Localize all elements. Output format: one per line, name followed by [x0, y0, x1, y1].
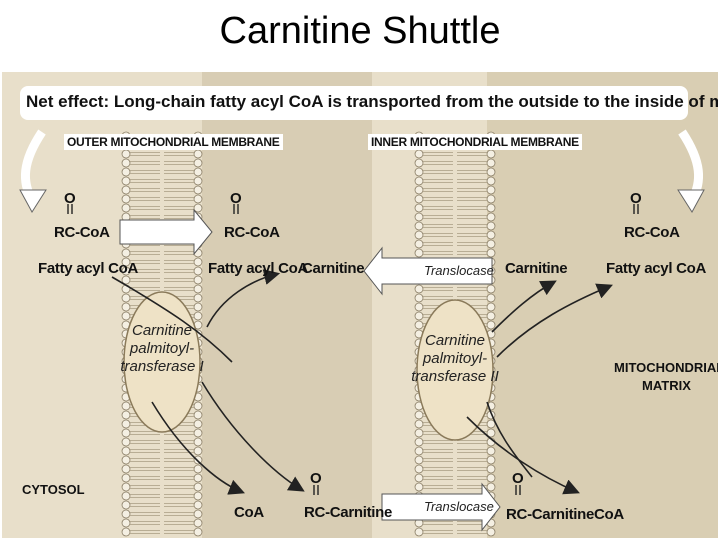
outer-membrane-label: OUTER MITOCHONDRIAL MEMBRANE: [64, 134, 283, 150]
fatty-acyl-coa-mid: Fatty acyl CoA: [208, 260, 308, 277]
cpt2-line3: transferase II: [411, 368, 499, 385]
cpt1-arrow-to-carnitine: [206, 269, 281, 328]
carbonyl-o-left: O: [64, 190, 76, 207]
translocase-bottom-label: Translocase: [424, 499, 494, 514]
cpt1-line1: Carnitine: [131, 322, 193, 339]
coa-bottom-left: CoA: [234, 504, 264, 521]
banner-arrow-right-head: [677, 189, 705, 213]
carbonyl-o-right: O: [630, 190, 642, 207]
rcoa-mid: RC-CoA: [224, 224, 280, 241]
cpt1-line3: transferase I: [120, 358, 204, 375]
cpt2-arrow-to-fatty-acyl: [496, 283, 613, 358]
rcoa-right: RC-CoA: [624, 224, 680, 241]
matrix-label-line2: MATRIX: [642, 378, 691, 393]
translocase-top-label: Translocase: [424, 263, 494, 278]
inner-membrane-label: INNER MITOCHONDRIAL MEMBRANE: [368, 134, 582, 150]
rc-carnitine-bottom-left: RC-Carnitine: [304, 504, 393, 521]
net-effect-banner: Net effect: Long-chain fatty acyl CoA is…: [20, 86, 718, 120]
translocase-top-arrow: [363, 246, 493, 296]
carbonyl-o-bottom-left: O: [310, 470, 322, 487]
cpt1-enzyme-shape: [123, 291, 201, 433]
fatty-acyl-coa-right: Fatty acyl CoA: [606, 260, 706, 277]
cpt2-arrow-from-rc-carnitine: [486, 401, 533, 478]
cpt1-arrow-in-fatty: [111, 276, 233, 363]
banner-arrow-left-head: [19, 189, 47, 213]
cpt2-arrow-to-carnitine: [491, 280, 557, 333]
fatty-acyl-coa-left: Fatty acyl CoA: [38, 260, 138, 277]
carnitine-mid: Carnitine: [302, 260, 365, 277]
carbonyl-o-mid: O: [230, 190, 242, 207]
cpt2-enzyme-shape: [416, 299, 494, 441]
cpt1-line2: palmitoyl-: [129, 340, 195, 357]
slide-title: Carnitine Shuttle: [219, 10, 501, 52]
matrix-label-line1: MITOCHONDRIAL: [614, 360, 718, 375]
carnitine-shuttle-diagram: Net effect: Long-chain fatty acyl CoA is…: [2, 72, 718, 538]
cpt2-label: Carnitine palmitoyl- transferase II: [407, 332, 503, 386]
carnitine-right: Carnitine: [505, 260, 568, 277]
cpt1-label: Carnitine palmitoyl- transferase I: [114, 322, 210, 376]
rc-carnitine-bottom-right: RC-Carnitine: [506, 506, 595, 523]
rcoa-left: RC-CoA: [54, 224, 110, 241]
cpt2-arrow-to-coa: [466, 416, 580, 495]
cpt1-arrow-to-coa: [151, 401, 245, 495]
translocase-bottom-arrow: [381, 482, 501, 532]
cpt2-line1: Carnitine: [424, 332, 486, 349]
cpt2-line2: palmitoyl-: [422, 350, 488, 367]
cpt1-arrow-to-rc-carnitine: [201, 381, 305, 492]
cytosol-label: CYTOSOL: [22, 482, 85, 497]
coa-bottom-right: CoA: [594, 506, 624, 523]
net-effect-text: Net effect: Long-chain fatty acyl CoA is…: [26, 92, 718, 111]
carbonyl-o-bottom-right: O: [512, 470, 524, 487]
fatty-acyl-transport-arrow: [119, 208, 213, 256]
